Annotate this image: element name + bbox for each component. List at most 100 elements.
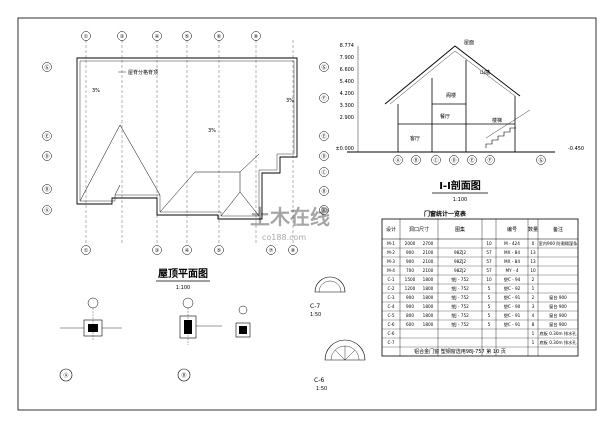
section-axis-5: Ⓔ <box>469 157 474 164</box>
schedule-cell: M - 424 <box>504 241 520 246</box>
schedule-cell: 1800 <box>423 295 434 300</box>
plan-right-axis-7: Ⓐ <box>321 207 326 214</box>
roof-ridge-note: 屋脊分格脊顶 <box>128 69 158 76</box>
level-5: 4.200 <box>340 91 354 97</box>
detail-a-label: Ⓐ <box>63 372 68 379</box>
schedule-cell: 底板 0.30m 排水孔 <box>539 339 577 346</box>
section-stair <box>485 127 516 148</box>
schedule-cell: 1 <box>532 286 535 291</box>
schedule-cell: M-1 <box>387 241 395 246</box>
schedule-cell: 塑J - 752 <box>451 303 469 309</box>
door-window-schedule: 门窗统计一览表 设计 洞口尺寸 图集 编号 数量 <box>381 210 579 357</box>
schedule-cell: 塑C - 91 <box>504 312 521 318</box>
schedule-cell: 窗台 900 <box>549 294 567 301</box>
level-4: 5.400 <box>340 79 354 85</box>
schedule-cell: 2 <box>532 277 535 282</box>
schedule-cell: 底板 0.30m 排水孔 <box>539 330 577 337</box>
plan-top-axis-1: ① <box>84 34 89 40</box>
schedule-cell: 900 <box>406 250 414 255</box>
schedule-cell: 塑J - 752 <box>451 276 469 282</box>
plan-bottom-axis-3: ④ <box>185 248 190 254</box>
plan-right-axis-6: Ⓑ <box>321 188 326 195</box>
plan-left-axis-2: Ⓔ <box>44 133 49 140</box>
watermark-name: 土木在线 <box>250 205 330 229</box>
schedule-cell: 1500 <box>405 277 416 282</box>
schedule-cell: C-6 <box>387 322 394 327</box>
schedule-header-3: 图集 <box>455 226 465 233</box>
plan-left-axis-5: Ⓐ <box>44 207 49 214</box>
plan-left-axis-3: Ⓓ <box>44 153 49 160</box>
schedule-cell: 塑C - 91 <box>504 321 521 327</box>
schedule-cell: C-4 <box>387 304 394 309</box>
schedule-row-lines <box>382 247 578 348</box>
detail-c6: C-6 1:50 <box>314 339 366 392</box>
schedule-cell: 5 <box>488 313 491 318</box>
room-gable: 山墙 <box>480 69 490 76</box>
schedule-cell: 1800 <box>423 313 434 318</box>
section-axis-2: Ⓑ <box>413 157 418 164</box>
level-9: -0.450 <box>568 146 584 152</box>
level-7: 2.900 <box>340 115 354 121</box>
plan-top-axis-6: ⑧ <box>254 34 259 40</box>
schedule-cell: 窗台 900 <box>549 303 567 310</box>
plan-top-axis-3: ④ <box>155 34 160 40</box>
plan-right-axes: Ⓖ Ⓕ Ⓔ Ⓓ Ⓒ Ⓑ Ⓐ <box>319 62 329 215</box>
plan-bottom-axis-5: ⑦ <box>269 248 274 254</box>
section-title: I-I剖面图 <box>439 179 481 192</box>
roof-slope-c: 3% <box>286 98 294 104</box>
schedule-cell: 4 <box>532 313 535 318</box>
schedule-cell: 窗台 900 <box>549 312 567 319</box>
plan-scale: 1:100 <box>176 285 190 291</box>
schedule-cell: 2100 <box>423 250 434 255</box>
schedule-cell: 塑C - 92 <box>504 285 521 291</box>
schedule-cell: MX - 84 <box>504 250 520 255</box>
section-drawing: 8.774 7.900 6.600 5.400 4.200 3.300 2.90… <box>335 40 584 203</box>
schedule-cell: 2000 <box>405 241 416 246</box>
schedule-cell: 窗台 900 <box>549 321 567 328</box>
schedule-cell: 塑J - 752 <box>451 312 469 318</box>
section-axis-7: Ⓖ <box>538 157 543 164</box>
schedule-cell: 10 <box>486 277 492 282</box>
plan-top-axes: ① ③ ④ ⑤ ⑥ ⑧ <box>81 31 261 41</box>
schedule-cell: 3 <box>532 304 535 309</box>
schedule-footnote: 铝合金门窗 塑钢窗选用98J-757 第 10 页 <box>414 348 506 355</box>
sheet-border <box>17 17 597 411</box>
detail-a: Ⓐ <box>59 297 122 382</box>
roof-slope-a: 3% <box>92 88 100 94</box>
schedule-header-4: 编号 <box>507 226 517 233</box>
detail-c7-label: C-7 <box>310 303 320 310</box>
schedule-cell: 800 <box>406 313 414 318</box>
schedule-cell: 2 <box>532 295 535 300</box>
schedule-cell: 57 <box>486 250 492 255</box>
schedule-cell: 1800 <box>423 286 434 291</box>
plan-top-axis-2: ③ <box>120 34 124 40</box>
schedule-cell: 1800 <box>423 322 434 327</box>
schedule-cell: 2100 <box>423 268 434 273</box>
schedule-cell: 98ZJ2 <box>454 268 466 273</box>
plan-bottom-axis-6: ⑧ <box>291 248 296 254</box>
schedule-cell: 塑C - 91 <box>504 294 521 300</box>
schedule-cell: 5 <box>488 304 491 309</box>
schedule-cell: 13 <box>530 259 536 264</box>
schedule-cell: 98ZJ2 <box>454 250 466 255</box>
schedule-cell: 1 <box>532 331 535 336</box>
schedule-cell: C-1 <box>387 277 394 282</box>
section-axes: Ⓐ Ⓑ Ⓒ Ⓓ Ⓔ Ⓕ Ⓖ <box>393 155 546 165</box>
room-roof: 屋面 <box>464 40 474 46</box>
schedule-cell: 塑J - 752 <box>451 321 469 327</box>
schedule-header-1: 设计 <box>386 226 396 233</box>
section-walls <box>397 60 516 152</box>
detail-b: Ⓑ <box>177 297 222 382</box>
level-2: 7.900 <box>340 55 354 61</box>
schedule-cell: 900 <box>406 259 414 264</box>
schedule-header-2: 洞口尺寸 <box>409 226 429 233</box>
plan-right-axis-3: Ⓔ <box>321 133 326 140</box>
schedule-cell: 10 <box>486 241 492 246</box>
schedule-header-5: 数量 <box>528 226 538 233</box>
schedule-cell: 1800 <box>423 304 434 309</box>
schedule-cell: 5 <box>488 295 491 300</box>
schedule-cell: 1800 <box>423 277 434 282</box>
roof-outline <box>76 57 298 220</box>
schedule-cell: 0 <box>532 241 535 246</box>
plan-bottom-axes: ① ③ ④ ⑤ ⑦ ⑧ <box>81 245 298 255</box>
